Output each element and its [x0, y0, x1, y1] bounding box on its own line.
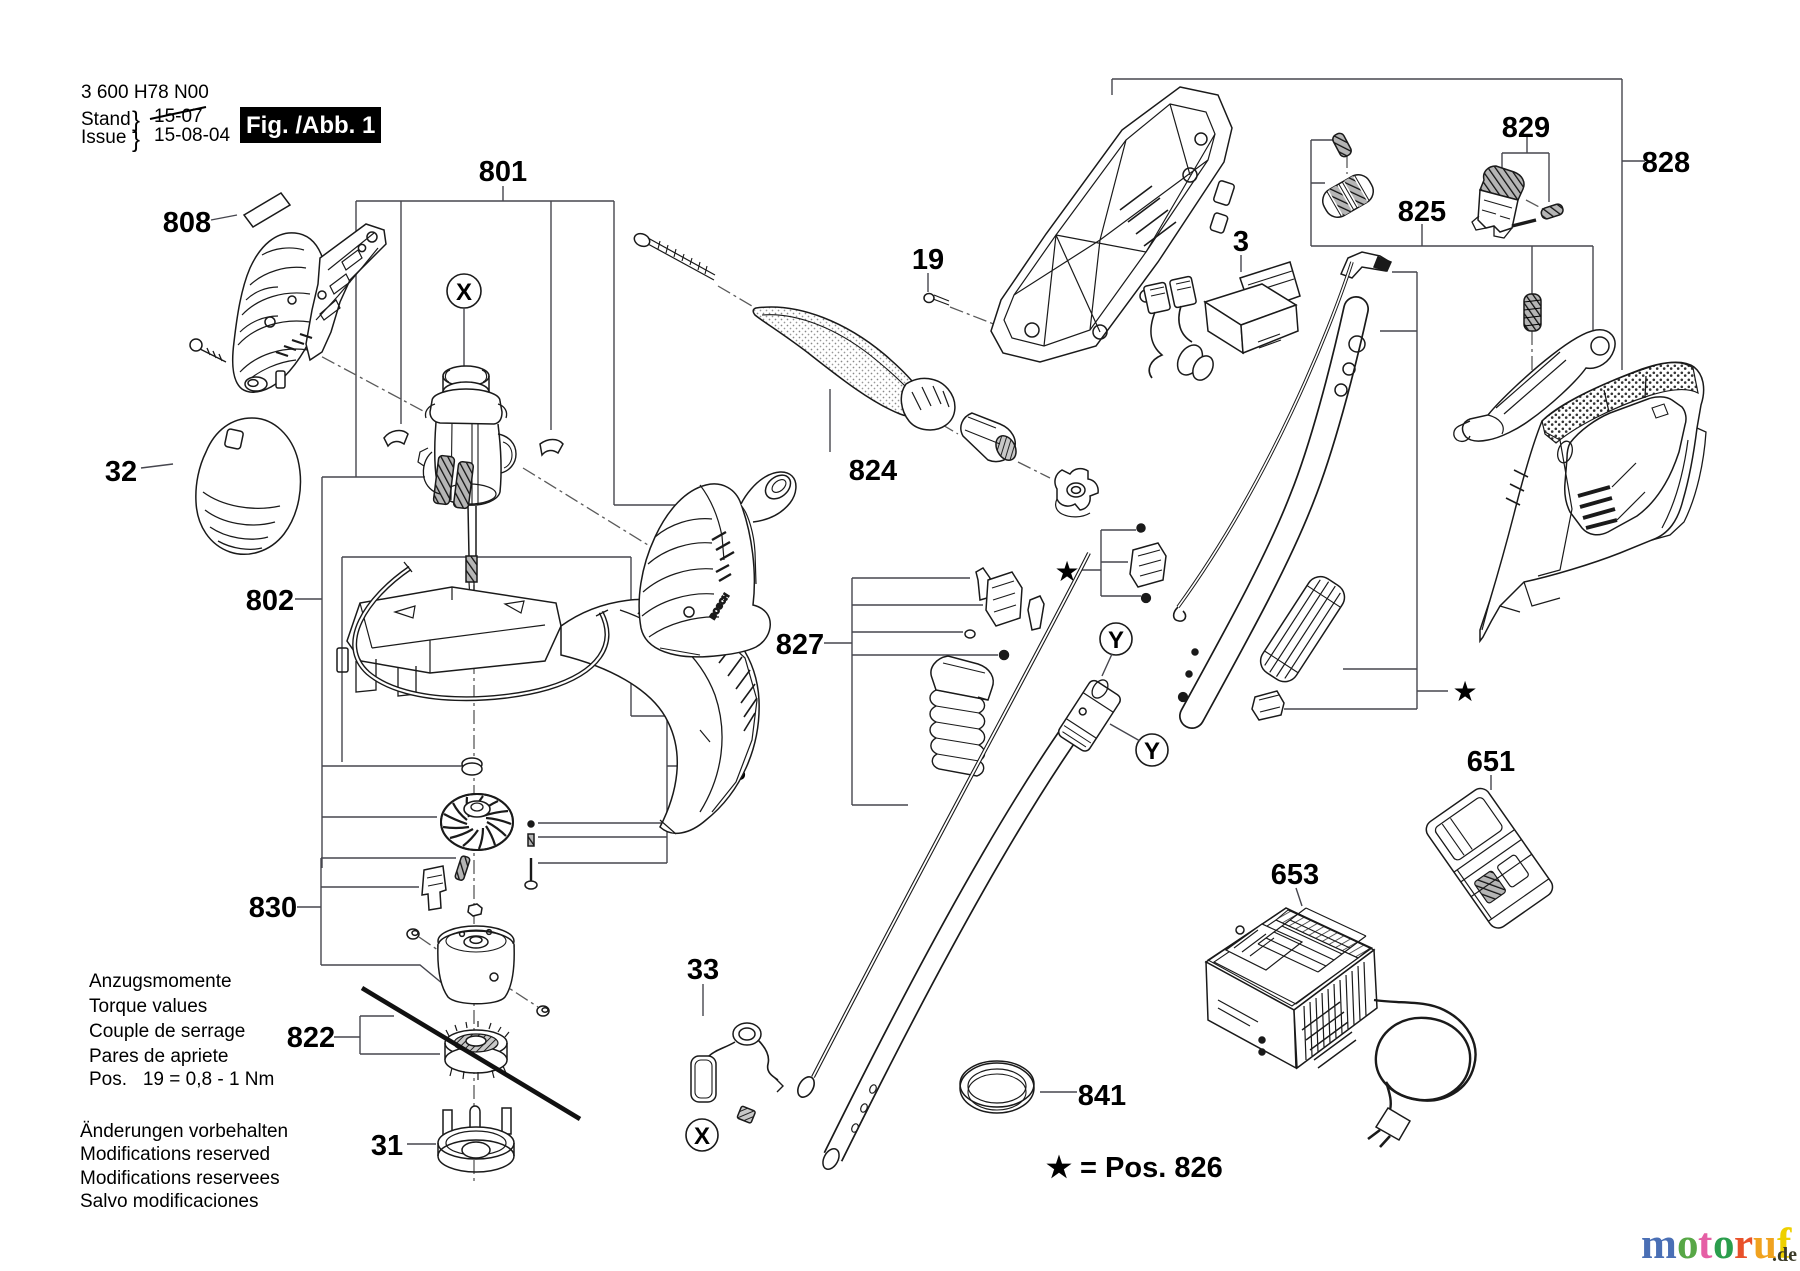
svg-text:653: 653: [1271, 859, 1319, 891]
svg-text:Fig. /Abb. 1: Fig. /Abb. 1: [246, 112, 375, 139]
svg-text:Modifications reserved: Modifications reserved: [80, 1144, 270, 1165]
svg-text:825: 825: [1398, 196, 1446, 228]
svg-text:32: 32: [105, 456, 137, 488]
svg-text:Anzugsmomente: Anzugsmomente: [89, 971, 232, 992]
svg-text:31: 31: [371, 1130, 403, 1162]
svg-text:19: 19: [912, 244, 944, 276]
svg-text:802: 802: [246, 585, 294, 617]
svg-text:o: o: [1677, 1221, 1699, 1268]
svg-text:Torque values: Torque values: [89, 996, 207, 1017]
svg-text:15-08-04: 15-08-04: [154, 125, 230, 146]
svg-text:33: 33: [687, 954, 719, 986]
svg-text:Modifications reservees: Modifications reservees: [80, 1168, 280, 1189]
svg-text:Pares de apriete: Pares de apriete: [89, 1046, 228, 1067]
svg-text:822: 822: [287, 1022, 335, 1054]
svg-text:Issue: Issue: [81, 127, 126, 148]
svg-text:.de: .de: [1772, 1244, 1797, 1266]
svg-text:Salvo modificaciones: Salvo modificaciones: [80, 1191, 258, 1212]
svg-text:Y: Y: [1144, 738, 1160, 765]
svg-text:827: 827: [776, 629, 824, 661]
svg-text:Änderungen vorbehalten: Änderungen vorbehalten: [80, 1121, 288, 1142]
svg-text:m: m: [1641, 1221, 1677, 1268]
svg-text:}: }: [132, 107, 140, 134]
svg-text:824: 824: [849, 455, 897, 487]
svg-text:830: 830: [249, 892, 297, 924]
svg-text:Couple de serrage: Couple de serrage: [89, 1021, 245, 1042]
svg-text:u: u: [1753, 1221, 1777, 1268]
svg-text:808: 808: [163, 207, 211, 239]
svg-text:★ = Pos. 826: ★ = Pos. 826: [1046, 1152, 1223, 1184]
svg-text:841: 841: [1078, 1080, 1126, 1112]
svg-text:3: 3: [1233, 226, 1249, 258]
svg-text:★: ★: [1452, 676, 1477, 707]
svg-text:801: 801: [479, 156, 527, 188]
svg-text:X: X: [694, 1123, 710, 1150]
svg-text:r: r: [1734, 1221, 1753, 1268]
svg-text:Stand: Stand: [81, 109, 131, 130]
svg-text:651: 651: [1467, 746, 1515, 778]
svg-text:Y: Y: [1108, 627, 1124, 654]
svg-text:X: X: [456, 279, 472, 306]
svg-text:828: 828: [1642, 147, 1690, 179]
svg-text:o: o: [1713, 1221, 1735, 1268]
svg-text:3 600 H78 N00: 3 600 H78 N00: [81, 82, 209, 103]
svg-text:f: f: [1777, 1221, 1792, 1268]
svg-text:829: 829: [1502, 112, 1550, 144]
svg-text:Pos. 19 = 0,8 - 1 Nm: Pos. 19 = 0,8 - 1 Nm: [89, 1069, 274, 1090]
svg-text:t: t: [1698, 1221, 1713, 1268]
svg-text:}: }: [132, 126, 140, 153]
